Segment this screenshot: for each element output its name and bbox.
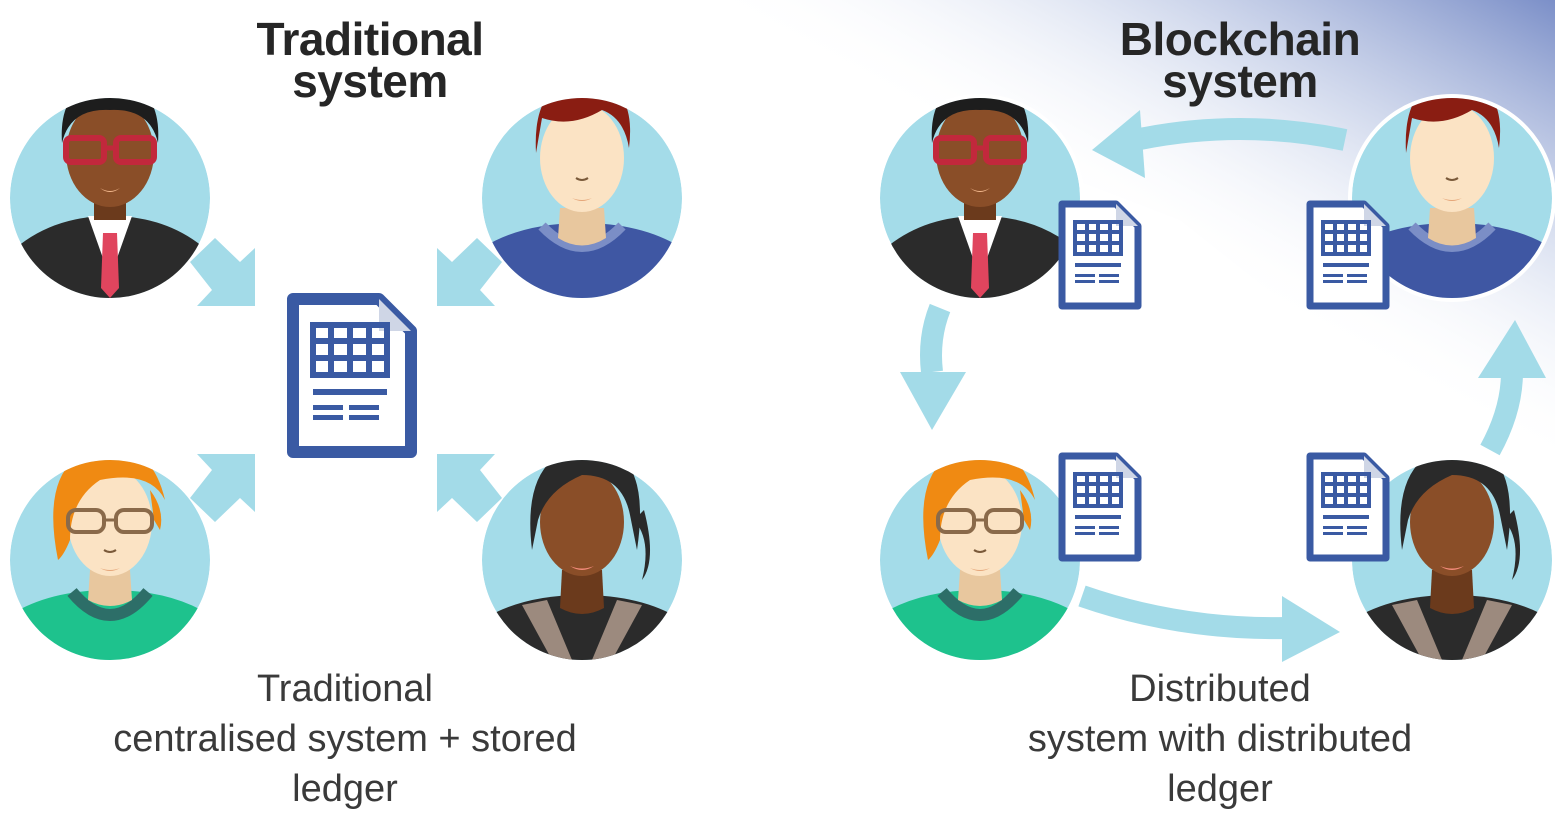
traditional-caption-line2: centralised system + stored [113, 718, 577, 760]
blockchain-title-line1: Blockchain [1119, 13, 1361, 65]
cycle-arrow-icon [920, 303, 951, 374]
cycle-arrow-icon [1078, 585, 1286, 640]
blockchain-title: Blockchain system [1080, 13, 1400, 107]
blockchain-caption-line1: Distributed [1129, 668, 1311, 710]
person-woman-dark-hair-icon [482, 460, 682, 660]
ledger-copy-document-icon [1062, 204, 1138, 306]
traditional-caption-line1: Traditional [256, 668, 433, 710]
blockchain-panel [876, 94, 1555, 664]
node-man-glasses-suit-icon [876, 94, 1084, 302]
ledger-copy-document-icon [1310, 204, 1386, 306]
arrow-to-ledger-icon [437, 238, 502, 306]
traditional-caption-line3: ledger [292, 768, 398, 810]
ledger-copy-document-icon [1310, 456, 1386, 558]
central-ledger-document-icon [293, 299, 411, 452]
person-man-red-hair-icon [482, 80, 682, 298]
arrow-to-ledger-icon [437, 454, 502, 522]
traditional-caption: Traditional centralised system + stored … [60, 664, 630, 814]
traditional-title-line2: system [292, 55, 448, 107]
arrow-to-ledger-icon [190, 454, 255, 522]
arrow-to-ledger-icon [190, 238, 255, 306]
arrowhead-icon [1092, 110, 1145, 178]
arrowhead-icon [1282, 596, 1340, 662]
blockchain-caption-line3: ledger [1167, 768, 1273, 810]
arrowhead-icon [900, 372, 966, 430]
person-man-glasses-suit-icon [10, 80, 210, 298]
node-man-red-hair-icon [1348, 94, 1555, 302]
traditional-title: Traditional system [210, 13, 530, 107]
blockchain-title-line2: system [1162, 55, 1318, 107]
ledger-copy-document-icon [1062, 456, 1138, 558]
person-woman-orange-hair-icon [10, 447, 210, 660]
node-woman-dark-hair-icon [1348, 456, 1555, 664]
traditional-title-line1: Traditional [256, 13, 484, 65]
traditional-panel [10, 80, 682, 660]
cycle-arrow-icon [1132, 118, 1348, 151]
blockchain-caption: Distributed system with distributed ledg… [940, 664, 1500, 814]
blockchain-caption-line2: system with distributed [1027, 718, 1413, 760]
arrowhead-icon [1478, 320, 1546, 378]
node-woman-orange-hair-icon [876, 456, 1084, 664]
cycle-arrow-icon [1480, 371, 1523, 456]
